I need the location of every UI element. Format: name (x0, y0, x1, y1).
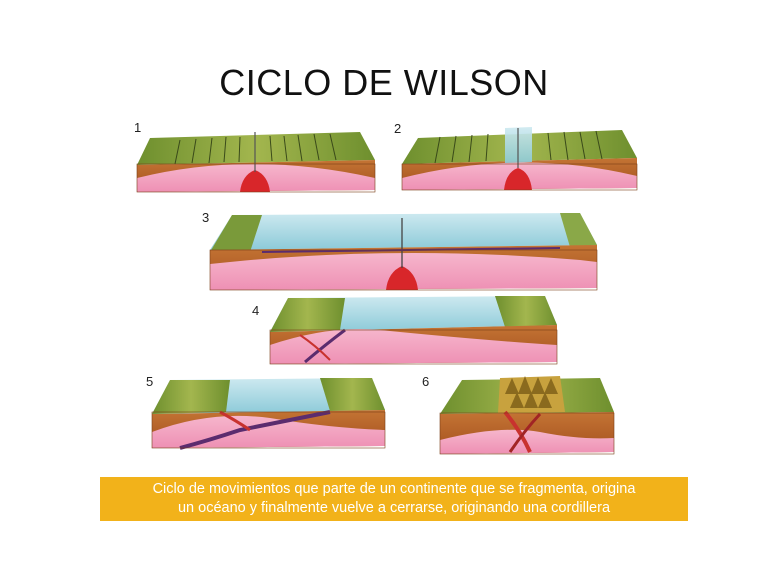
stage-6-number: 6 (422, 374, 430, 389)
stage-5-block (151, 378, 386, 450)
page-title: CICLO DE WILSON (219, 62, 549, 103)
caption-line-1: Ciclo de movimientos que parte de un con… (152, 481, 636, 497)
stage-2-block (401, 127, 638, 191)
stage-1-block (136, 132, 376, 193)
stage-4-number: 4 (252, 303, 260, 318)
caption-line-2: un océano y finalmente vuelve a cerrarse… (177, 500, 611, 516)
stage-1-number: 1 (134, 120, 142, 135)
stage-2-number: 2 (394, 121, 402, 136)
stage-3-block (209, 213, 598, 291)
stage-4-block (269, 296, 558, 365)
stage-5-number: 5 (146, 374, 154, 389)
stage-3-number: 3 (202, 210, 210, 225)
caption-banner: Ciclo de movimientos que parte de un con… (100, 477, 688, 521)
stage-6-block (439, 376, 615, 455)
